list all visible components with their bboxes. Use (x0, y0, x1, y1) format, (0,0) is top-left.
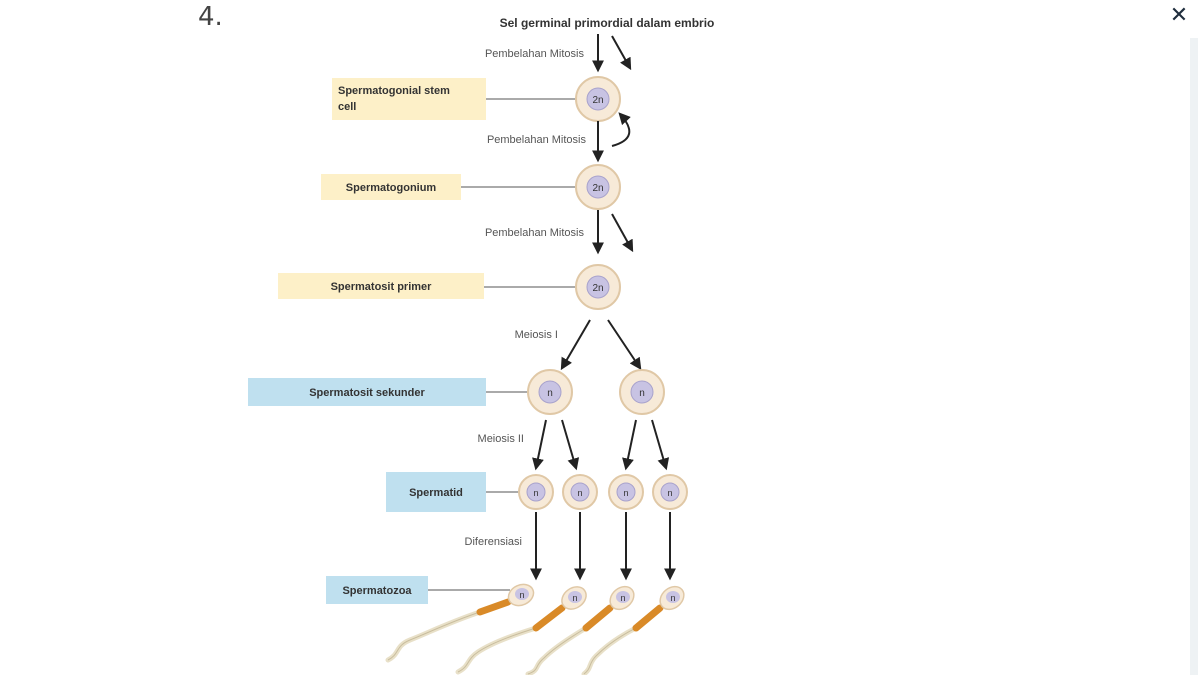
top-label: Sel germinal primordial dalam embrio (500, 16, 715, 30)
arrow (611, 213, 634, 253)
scrollbar[interactable] (1190, 38, 1198, 675)
ploidy-label: 2n (592, 283, 603, 294)
arrow (607, 319, 642, 370)
arrow (611, 35, 632, 71)
ploidy-label: 2n (592, 183, 603, 194)
ploidy-label: n (533, 488, 538, 498)
ploidy-label: n (547, 388, 553, 399)
ploidy-label: n (670, 593, 675, 603)
arrow (532, 419, 547, 471)
ploidy-label: n (519, 590, 524, 600)
ploidy-label: n (572, 593, 577, 603)
spermatogonium-label: Spermatogonium (346, 182, 437, 194)
spermatogonium-label-box (321, 174, 461, 200)
spermatid-label: Spermatid (409, 487, 463, 499)
ploidy-label: 2n (592, 95, 603, 106)
primary-spermatocyte-label: Spermatosit primer (331, 281, 433, 293)
primary-spermatocyte-label-box (278, 273, 484, 299)
arrow (560, 319, 591, 371)
division-label-meiosis-2: Meiosis II (478, 433, 524, 445)
ploidy-label: n (620, 593, 625, 603)
secondary-spermatocyte-label: Spermatosit sekunder (309, 387, 425, 399)
question-number: 4. (198, 2, 223, 32)
arrow (651, 419, 670, 471)
division-label-meiosis-1: Meiosis I (515, 329, 558, 341)
ploidy-label: n (623, 488, 628, 498)
arrow (622, 419, 637, 471)
stem-cell-label-line2: cell (338, 101, 356, 113)
secondary-spermatocyte-label-box (248, 378, 486, 406)
sperm-cell-3 (525, 585, 635, 675)
spermatid-label-box (386, 472, 486, 512)
ploidy-label: n (667, 488, 672, 498)
sperm-cell-2 (455, 586, 587, 675)
ploidy-label: n (577, 488, 582, 498)
division-label-mitosis-2: Pembelahan Mitosis (487, 134, 587, 146)
stem-cell-label-line1: Spermatogonial stem (338, 85, 450, 97)
division-label-mitosis-1: Pembelahan Mitosis (485, 48, 585, 60)
self-renewal-arrow (611, 112, 631, 147)
arrow (561, 419, 580, 471)
division-label-differentiation: Diferensiasi (465, 536, 522, 548)
spermatozoa-label: Spermatozoa (342, 585, 412, 597)
ploidy-label: n (639, 388, 645, 399)
sperm-cell-4 (581, 585, 685, 675)
spermatozoa-label-box (326, 576, 428, 604)
stem-cell-label-box (332, 78, 486, 120)
close-icon[interactable]: ✕ (1169, 3, 1189, 28)
sperm-cell-1 (385, 583, 535, 663)
division-label-mitosis-3: Pembelahan Mitosis (485, 227, 585, 239)
